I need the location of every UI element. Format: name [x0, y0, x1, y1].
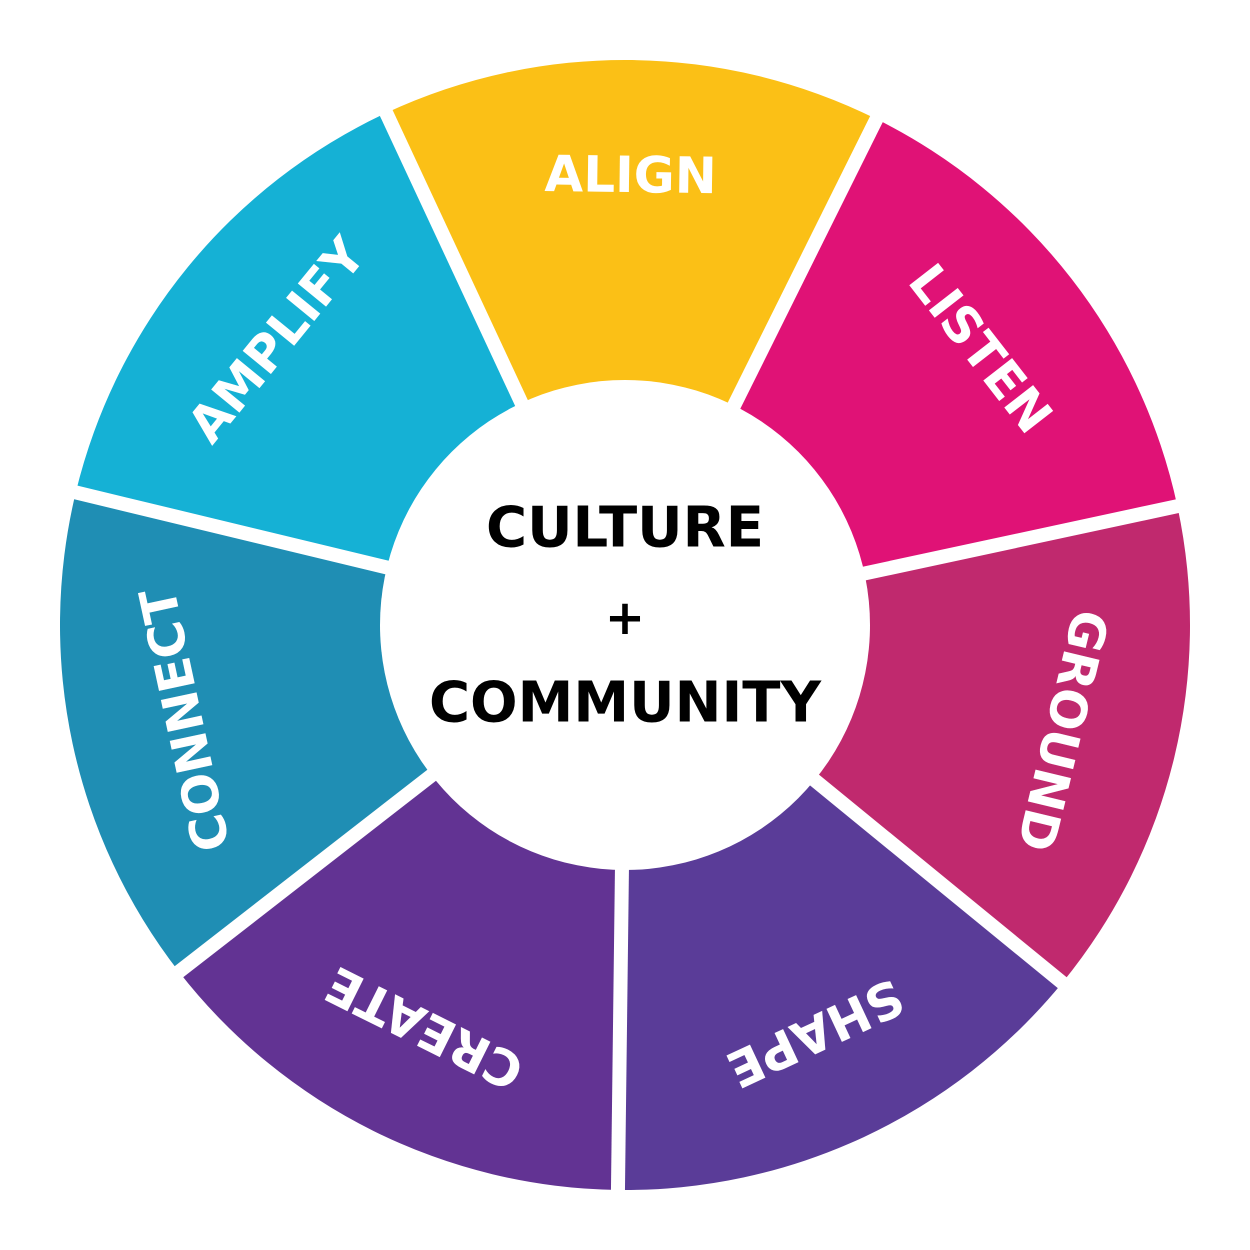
center-title-line2: COMMUNITY [429, 671, 823, 736]
segment-amplify [75, 112, 541, 579]
segment-listen [714, 119, 1178, 583]
segment-create [178, 747, 623, 1190]
segment-label-align: ALIGN [544, 145, 717, 205]
center-circle [380, 380, 870, 870]
center-title-line1: CULTURE [486, 496, 764, 561]
segment-align [386, 59, 877, 446]
segment-connect [60, 492, 468, 972]
segment-shape [617, 751, 1063, 1190]
center-plus: + [605, 590, 645, 646]
segment-ground [779, 506, 1190, 983]
